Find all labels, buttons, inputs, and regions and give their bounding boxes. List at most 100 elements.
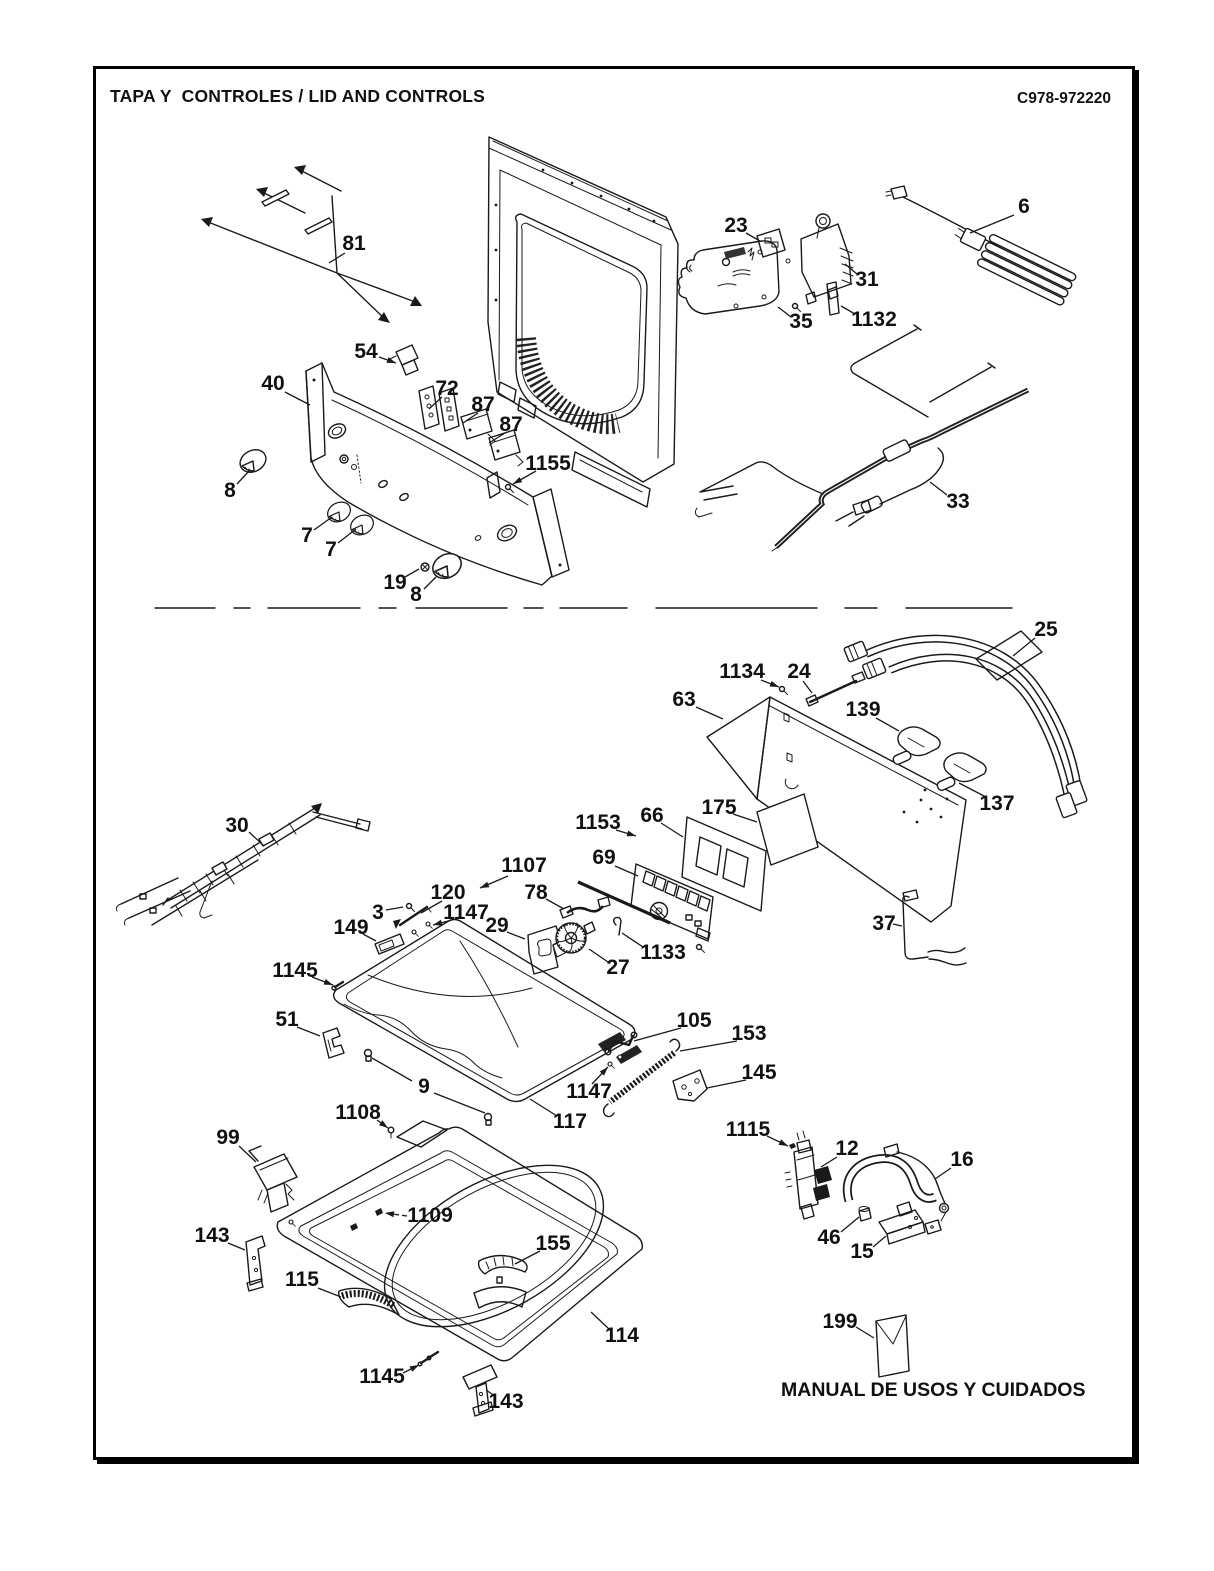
part-label-16: 16 bbox=[950, 1148, 974, 1171]
pcb-69 bbox=[577, 863, 714, 942]
harness-30 bbox=[116, 803, 371, 926]
spring-153 bbox=[602, 1038, 681, 1118]
front-panel bbox=[487, 136, 679, 508]
timer-31 bbox=[791, 213, 854, 313]
bracket-143-left bbox=[245, 1235, 266, 1292]
screw-1145-upper bbox=[331, 980, 345, 991]
part-label-8: 8 bbox=[224, 479, 236, 502]
clip-87-b bbox=[488, 429, 524, 467]
part-label-115: 115 bbox=[285, 1268, 319, 1291]
clip-46 bbox=[858, 1206, 872, 1222]
screws-1147-upper bbox=[411, 921, 433, 937]
screws-1133 bbox=[613, 916, 706, 954]
screw-3 bbox=[405, 902, 416, 913]
bracket-37 bbox=[902, 889, 967, 966]
part-label-40: 40 bbox=[261, 372, 285, 395]
part-label-120: 120 bbox=[430, 881, 466, 904]
bracket-145 bbox=[672, 1069, 708, 1102]
manual-caption: MANUAL DE USOS Y CUIDADOS bbox=[781, 1379, 1086, 1401]
part-label-105: 105 bbox=[676, 1009, 712, 1032]
rotor-27 bbox=[555, 921, 596, 954]
part-label-1147: 1147 bbox=[443, 901, 489, 924]
clip-51 bbox=[322, 1027, 345, 1059]
part-label-63: 63 bbox=[672, 688, 696, 711]
part-label-15: 15 bbox=[850, 1240, 874, 1263]
power-cord-6 bbox=[885, 185, 1077, 306]
part-label-1108: 1108 bbox=[335, 1101, 381, 1124]
valve-12 bbox=[784, 1130, 832, 1220]
part-label-149: 149 bbox=[333, 916, 369, 939]
bracket-15 bbox=[878, 1209, 942, 1245]
part-label-1147: 1147 bbox=[566, 1080, 612, 1103]
document-code: C978-972220 bbox=[1017, 90, 1111, 107]
part-label-87: 87 bbox=[499, 413, 523, 436]
part-label-24: 24 bbox=[787, 660, 811, 683]
screw-1155 bbox=[504, 483, 515, 494]
part-label-7: 7 bbox=[301, 524, 313, 547]
part-label-1133: 1133 bbox=[640, 941, 686, 964]
control-console bbox=[235, 362, 570, 586]
inlet-hoses-25 bbox=[843, 630, 1088, 819]
clip-87-a bbox=[460, 408, 496, 446]
hinge-pin-120 bbox=[393, 905, 432, 929]
part-label-1107: 1107 bbox=[501, 854, 547, 877]
part-label-6: 6 bbox=[1018, 195, 1030, 218]
part-label-153: 153 bbox=[731, 1022, 767, 1045]
switch-23 bbox=[747, 228, 791, 264]
cable-24 bbox=[805, 671, 866, 707]
part-label-19: 19 bbox=[383, 571, 407, 594]
lid-117 bbox=[332, 918, 642, 1126]
part-label-1132: 1132 bbox=[851, 308, 897, 331]
bracket-143-bottom bbox=[462, 1364, 498, 1417]
wire-78 bbox=[559, 896, 611, 919]
part-label-1155: 1155 bbox=[525, 452, 571, 475]
part-label-199: 199 bbox=[822, 1310, 858, 1333]
part-label-23: 23 bbox=[724, 214, 748, 237]
part-label-175: 175 bbox=[701, 796, 737, 819]
part-label-27: 27 bbox=[606, 956, 630, 979]
part-label-46: 46 bbox=[817, 1226, 841, 1249]
part-label-35: 35 bbox=[789, 310, 813, 333]
part-label-1145: 1145 bbox=[272, 959, 318, 982]
part-label-143: 143 bbox=[194, 1224, 230, 1247]
clips-139-137 bbox=[892, 726, 987, 791]
top-cover-114 bbox=[276, 1120, 644, 1362]
bracket-plate-35 bbox=[677, 240, 780, 315]
part-label-155: 155 bbox=[535, 1232, 571, 1255]
part-label-139: 139 bbox=[845, 698, 881, 721]
part-label-117: 117 bbox=[553, 1110, 587, 1133]
part-label-143: 143 bbox=[488, 1390, 524, 1413]
part-label-145: 145 bbox=[741, 1061, 777, 1084]
part-label-99: 99 bbox=[216, 1126, 240, 1149]
part-label-137: 137 bbox=[979, 792, 1015, 815]
harness-81 bbox=[201, 165, 422, 323]
part-label-1115: 1115 bbox=[725, 1118, 771, 1141]
harness-33 bbox=[694, 324, 1030, 552]
strip-1132 bbox=[826, 281, 840, 316]
clip-149 bbox=[374, 933, 405, 955]
part-label-29: 29 bbox=[485, 914, 509, 937]
part-label-1145: 1145 bbox=[359, 1365, 405, 1388]
hinge-link-105 bbox=[604, 1031, 638, 1056]
hose-16 bbox=[842, 1143, 950, 1222]
screws-1145-lower bbox=[417, 1350, 440, 1367]
part-label-31: 31 bbox=[855, 268, 879, 291]
leader-lines bbox=[227, 214, 1036, 1397]
part-label-78: 78 bbox=[524, 881, 548, 904]
part-label-72: 72 bbox=[435, 377, 459, 400]
part-label-51: 51 bbox=[275, 1008, 299, 1031]
handle-115 bbox=[338, 1287, 400, 1316]
part-label-25: 25 bbox=[1034, 618, 1058, 641]
rear-panel-63 bbox=[706, 696, 967, 923]
screw-1108 bbox=[387, 1126, 395, 1139]
part-label-1134: 1134 bbox=[719, 660, 765, 683]
part-label-7: 7 bbox=[325, 538, 337, 561]
part-label-69: 69 bbox=[592, 846, 616, 869]
part-label-114: 114 bbox=[605, 1324, 639, 1347]
part-label-12: 12 bbox=[835, 1137, 859, 1160]
part-label-66: 66 bbox=[640, 804, 664, 827]
screw-1134 bbox=[778, 685, 789, 696]
page-title: TAPA Y CONTROLES / LID AND CONTROLS bbox=[110, 86, 486, 106]
